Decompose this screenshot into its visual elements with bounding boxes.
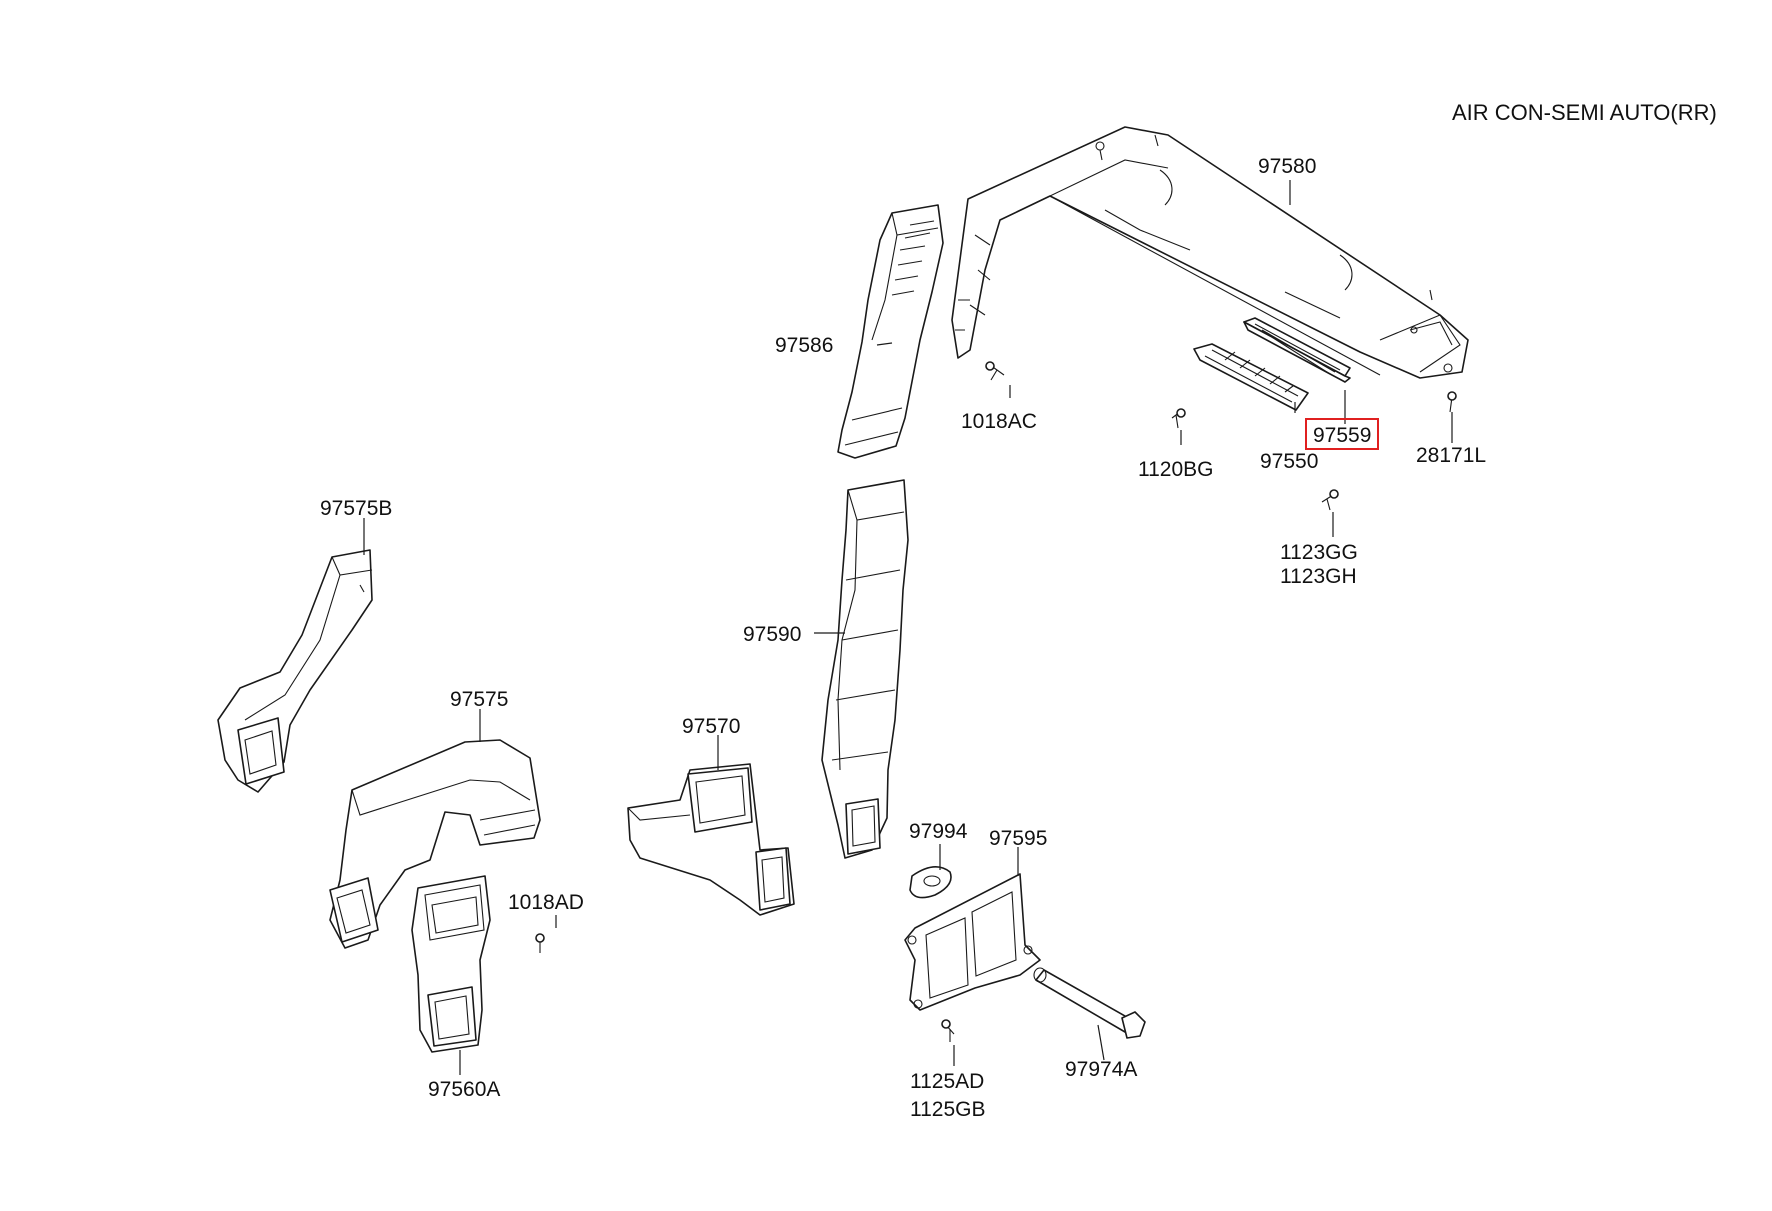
part-97595-plate[interactable] xyxy=(904,873,1041,1011)
callout-97575b[interactable]: 97575B xyxy=(320,497,392,520)
callout-1123gh[interactable]: 1123GH xyxy=(1280,565,1357,588)
part-97994-grommet[interactable] xyxy=(909,866,952,899)
callout-97590[interactable]: 97590 xyxy=(743,623,801,646)
callout-labels: 97580 97586 1018AC 1120BG 97550 97559 28… xyxy=(320,155,1486,1121)
screw-1123gg-icon xyxy=(1321,489,1339,511)
part-97590-duct[interactable] xyxy=(821,479,909,859)
part-97570-duct[interactable] xyxy=(627,763,795,916)
part-97586-duct[interactable] xyxy=(837,204,944,459)
diagram-title: AIR CON-SEMI AUTO(RR) xyxy=(1452,100,1717,125)
callout-97595[interactable]: 97595 xyxy=(989,827,1047,850)
screw-1125ad-icon xyxy=(941,1019,955,1042)
callout-97550[interactable]: 97550 xyxy=(1260,450,1318,473)
screw-1120bg-icon xyxy=(1171,408,1186,429)
part-97575b-duct[interactable] xyxy=(217,549,373,793)
part-97550-vent-grille[interactable] xyxy=(1193,343,1309,411)
screw-1018ac-icon xyxy=(985,361,1005,381)
part-97575-duct[interactable] xyxy=(329,739,541,949)
callout-97559[interactable]: 97559 xyxy=(1313,424,1371,447)
part-97560a-duct[interactable] xyxy=(411,875,491,1053)
callout-97994[interactable]: 97994 xyxy=(909,820,968,843)
callout-28171l[interactable]: 28171L xyxy=(1416,444,1486,467)
callout-1120bg[interactable]: 1120BG xyxy=(1138,458,1214,481)
screw-1018ad-icon xyxy=(535,933,545,953)
callout-97575[interactable]: 97575 xyxy=(450,688,508,711)
screw-28171l-icon xyxy=(1447,391,1457,413)
callout-1123gg[interactable]: 1123GG xyxy=(1280,541,1358,564)
callout-97974a[interactable]: 97974A xyxy=(1065,1058,1137,1081)
part-97974a-rod[interactable] xyxy=(1033,967,1146,1039)
callout-1125ad[interactable]: 1125AD xyxy=(910,1070,984,1093)
leader-lines xyxy=(363,180,1453,1075)
highlight-box-97559 xyxy=(1305,418,1379,450)
callout-97586[interactable]: 97586 xyxy=(775,334,833,357)
callout-1018ac[interactable]: 1018AC xyxy=(961,410,1037,433)
callout-1125gb[interactable]: 1125GB xyxy=(910,1098,986,1121)
part-97559-vent-grille[interactable] xyxy=(1243,317,1351,383)
part-97580-rear-duct[interactable] xyxy=(951,126,1469,379)
callout-97560a[interactable]: 97560A xyxy=(428,1078,500,1101)
callout-97580[interactable]: 97580 xyxy=(1258,155,1316,178)
callout-1018ad[interactable]: 1018AD xyxy=(508,891,584,914)
callout-97570[interactable]: 97570 xyxy=(682,715,740,738)
